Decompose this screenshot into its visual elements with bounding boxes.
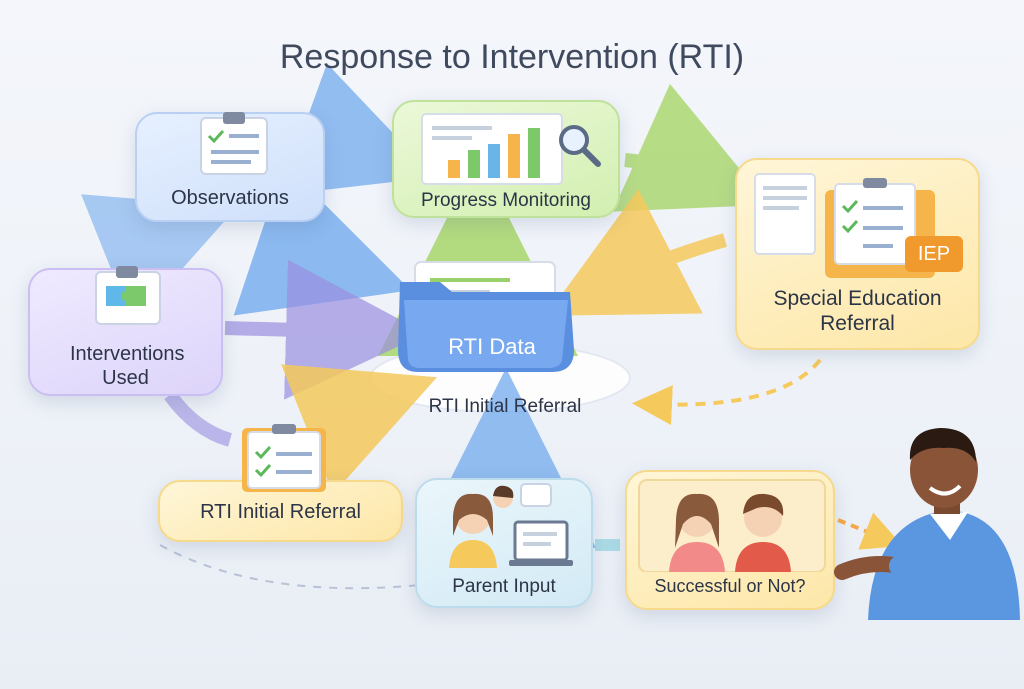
node-progress-monitoring: Progress Monitoring bbox=[392, 100, 620, 218]
arrow-interventions-to-observations bbox=[80, 194, 237, 325]
observations-label: Observations bbox=[171, 187, 289, 209]
bar-chart-icon bbox=[421, 113, 563, 185]
puzzle-icon bbox=[95, 266, 161, 325]
clipboard-icon bbox=[200, 112, 268, 175]
node-successful-or-not: Successful or Not? bbox=[625, 470, 835, 610]
rti-data-label: RTI Data bbox=[448, 334, 536, 359]
arrow-referral-to-center bbox=[281, 364, 437, 495]
arrow-special-to-center bbox=[546, 189, 727, 316]
documents-icon bbox=[754, 173, 935, 278]
iep-badge: IEP bbox=[905, 236, 963, 272]
arrow-interventions-to-referral bbox=[164, 390, 233, 447]
node-parent-input: Parent Input bbox=[415, 478, 593, 608]
node-observations: Observations bbox=[135, 112, 325, 222]
page-title: Response to Intervention (RTI) bbox=[279, 38, 745, 76]
arrow-successful-to-teacher bbox=[837, 512, 903, 550]
magnifier-icon bbox=[559, 125, 601, 167]
students-icon bbox=[638, 479, 826, 572]
progress-monitoring-label: Progress Monitoring bbox=[420, 190, 592, 211]
laptop-icon bbox=[509, 520, 573, 566]
arrow-interventions-to-center bbox=[224, 259, 426, 400]
rti-initial-referral-center-label: RTI Initial Referral bbox=[428, 396, 582, 417]
loop-dashed-curve bbox=[159, 544, 421, 590]
arrow-progress-to-special bbox=[612, 83, 770, 212]
node-interventions-used: Interventions Used bbox=[28, 266, 223, 396]
students-icon bbox=[449, 483, 552, 568]
special-education-referral-label: Special Education Referral bbox=[773, 287, 942, 336]
successful-or-not-label: Successful or Not? bbox=[654, 576, 806, 596]
interventions-used-label: Interventions Used bbox=[70, 343, 185, 389]
rti-initial-referral-label: RTI Initial Referral bbox=[200, 501, 361, 523]
node-special-education-referral: IEP Special Education Referral bbox=[735, 158, 980, 350]
iep-badge-text: IEP bbox=[917, 243, 951, 265]
parent-input-label: Parent Input bbox=[452, 576, 556, 597]
arrow-special-dashed bbox=[632, 358, 822, 426]
